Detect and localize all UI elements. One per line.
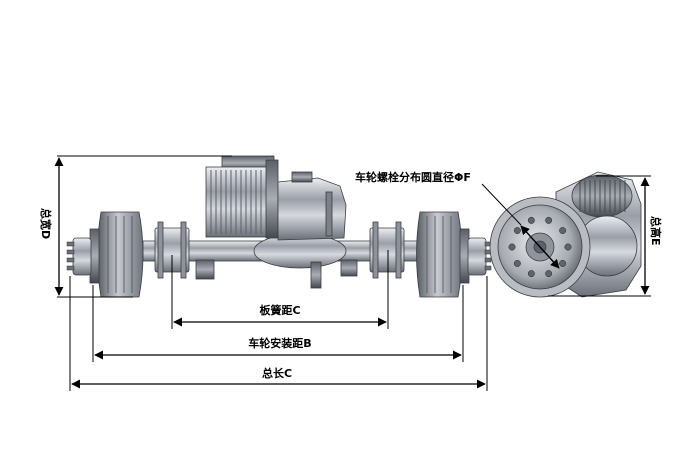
wheel-stud [484, 257, 492, 263]
drive-motor [205, 155, 347, 241]
u-bolt [180, 221, 187, 279]
bolt-circle-label: 车轮螺栓分布圆直径ΦF [355, 170, 471, 184]
spring-seat-plate [369, 227, 405, 273]
lower-bracket-right [340, 259, 358, 277]
drain-plug [310, 261, 322, 289]
wheel-bolt-circle [508, 216, 572, 278]
motor-body [205, 166, 269, 238]
wheel-stud [66, 265, 75, 271]
wheel-bolt [564, 243, 572, 251]
wheel-bolt [527, 270, 535, 278]
u-bolt [395, 221, 402, 279]
leader-line [481, 183, 522, 226]
gearbox-connector [291, 171, 313, 183]
wheel-hub-right [467, 237, 487, 276]
dimension-wheel-track: 车轮安装距B [92, 285, 464, 362]
dimension-bolt-circle: 车轮螺栓分布圆直径ΦF [355, 170, 560, 269]
wheel-bolt [545, 216, 553, 224]
overall-width-label: 总宽D [39, 208, 53, 239]
axle-front-view [66, 155, 492, 298]
brake-drum-ribs-right [426, 216, 452, 293]
axle-side-view [489, 171, 642, 298]
wheel-bolt [513, 227, 521, 234]
wheel-bolt [527, 216, 535, 224]
side-motor-cylinder [571, 174, 633, 218]
wheel-bolt [545, 270, 553, 278]
wheel-stud [66, 249, 75, 255]
lower-bracket-left [195, 259, 215, 280]
wheel-bolt [559, 227, 567, 234]
wheel-end-right [416, 211, 492, 298]
wheel-bolt [559, 260, 567, 267]
wheel-studs-left [66, 241, 75, 271]
dimension-spring-spacing: 板簧距C [171, 250, 389, 329]
overall-length-label: 总长C [262, 366, 292, 380]
wheel-stud [484, 265, 492, 271]
u-bolt [372, 221, 379, 279]
dimension-overall-height: 总高E [548, 175, 663, 297]
u-bolt [157, 221, 164, 279]
wheel-end-left [66, 211, 144, 298]
motor-cooling-fins [210, 170, 262, 234]
brake-drum-right [416, 211, 463, 298]
wheel-stud [66, 241, 75, 247]
brake-drum-left [97, 211, 144, 298]
motor-end-cover [265, 159, 279, 239]
gearbox-rib [325, 191, 333, 237]
bolt-circle-diameter-line-shadow [520, 225, 560, 269]
wheel-hub-left [72, 237, 92, 276]
wheel-bolt [508, 243, 516, 251]
wheel-bolt [513, 260, 521, 267]
brake-drum-ribs-left [107, 216, 133, 293]
wheel-track-label: 车轮安装距B [248, 336, 311, 350]
gearbox-housing [277, 177, 347, 241]
overall-height-label: 总高E [649, 216, 663, 246]
wheel-stud [66, 257, 75, 263]
dimension-overall-length: 总长C [69, 276, 488, 391]
side-motor-fins [579, 180, 626, 212]
spring-spacing-label: 板簧距C [259, 303, 300, 317]
spring-seat-right [369, 221, 405, 279]
